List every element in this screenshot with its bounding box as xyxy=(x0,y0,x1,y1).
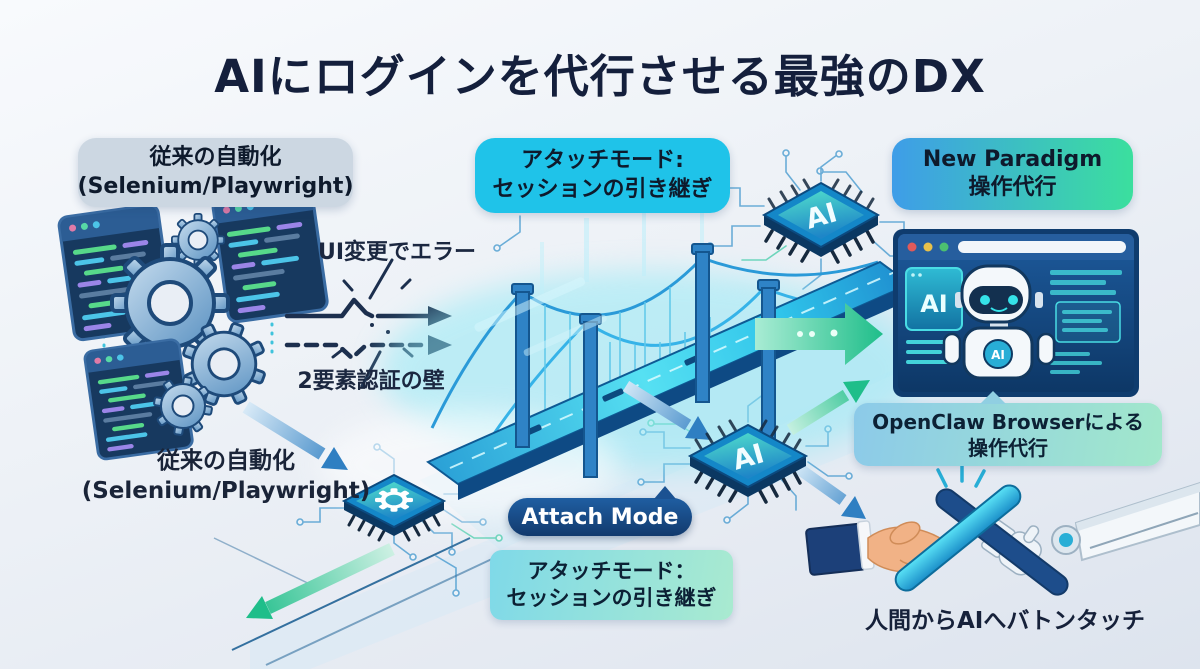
handshake-illustration xyxy=(805,462,1200,596)
arrow-green-bottom-left xyxy=(265,543,395,614)
robot-smile xyxy=(990,307,1008,312)
label-attach-mode-top: アタッチモード: セッションの引き継ぎ xyxy=(475,138,730,213)
caption-baton-pass: 人間からAIへバトンタッチ xyxy=(864,608,1146,634)
label-line: 従来の自動化 xyxy=(149,145,282,171)
label-line: 操作代行 xyxy=(968,175,1057,200)
human-sleeve xyxy=(805,520,875,576)
caption-line: アタッチモード： xyxy=(527,558,696,583)
robot-visor xyxy=(969,286,1023,314)
browser-dot-yellow xyxy=(923,242,933,252)
ai-chip-top: AI xyxy=(761,178,881,264)
ai-chip-middle: AI xyxy=(687,419,809,504)
caption-line: (Selenium/Playwright) xyxy=(81,477,371,504)
browser-dot-red xyxy=(907,242,917,252)
caption-line: セッションの引き継ぎ xyxy=(506,586,717,610)
attach-mode-badge: Attach Mode xyxy=(508,486,692,536)
robot-chest-badge xyxy=(983,339,1013,369)
robot-badge-label: AI xyxy=(991,348,1005,362)
caption-line: 従来の自動化 xyxy=(157,448,295,474)
caption-attach-mode: アタッチモード： セッションの引き継ぎ xyxy=(490,550,733,620)
caption-openclaw-browser: OpenClaw Browserによる 操作代行 xyxy=(854,391,1162,466)
label-new-paradigm: New Paradigm 操作代行 xyxy=(892,138,1133,210)
label-line: セッションの引き継ぎ xyxy=(492,176,713,202)
caption-line: 操作代行 xyxy=(968,435,1048,460)
browser-window: AI AI xyxy=(893,229,1139,397)
arrow-blue-to-handshake xyxy=(794,463,847,505)
arrow-blue-to-gear-chip xyxy=(242,401,326,460)
baton-cyan xyxy=(894,484,1022,592)
robot-forearm xyxy=(1074,481,1200,562)
bridge-towers xyxy=(511,243,780,478)
label-line: New Paradigm xyxy=(922,146,1103,172)
label-line: (Selenium/Playwright) xyxy=(77,173,354,199)
caption-line: OpenClaw Browserによる xyxy=(872,409,1144,434)
terminal-windows-illustration xyxy=(56,184,330,462)
ai-panel-label: AI xyxy=(920,290,948,318)
address-bar xyxy=(958,241,1126,253)
robot-eye xyxy=(980,295,990,305)
label-legacy-automation-top: 従来の自動化 (Selenium/Playwright) xyxy=(77,138,354,207)
page-title: AIにログインを代行させる最強のDX xyxy=(214,50,986,103)
arrow-blue-bridge-to-chip xyxy=(622,380,692,431)
content-lines-right xyxy=(1050,270,1122,374)
robot-eye xyxy=(1008,295,1018,305)
browser-dot-green xyxy=(939,242,949,252)
gear-chip xyxy=(341,473,447,542)
label-line: アタッチモード: xyxy=(521,148,684,174)
arrow-green-to-browser xyxy=(755,303,883,365)
parallel-traces xyxy=(213,537,495,666)
robot-illustration: AI xyxy=(942,264,1056,380)
arrow-green-chip-up xyxy=(786,389,850,436)
sparkles xyxy=(936,462,986,488)
annotation-two-factor: 2要素認証の壁 xyxy=(297,369,445,394)
bridge-illustration xyxy=(320,188,920,520)
content-panel xyxy=(1055,301,1121,343)
caption-legacy-automation: 従来の自動化 (Selenium/Playwright) xyxy=(70,447,382,507)
gear-icon xyxy=(375,488,413,512)
flow-arrows xyxy=(242,303,883,619)
annotation-ui-error: UI変更でエラー xyxy=(317,240,477,265)
